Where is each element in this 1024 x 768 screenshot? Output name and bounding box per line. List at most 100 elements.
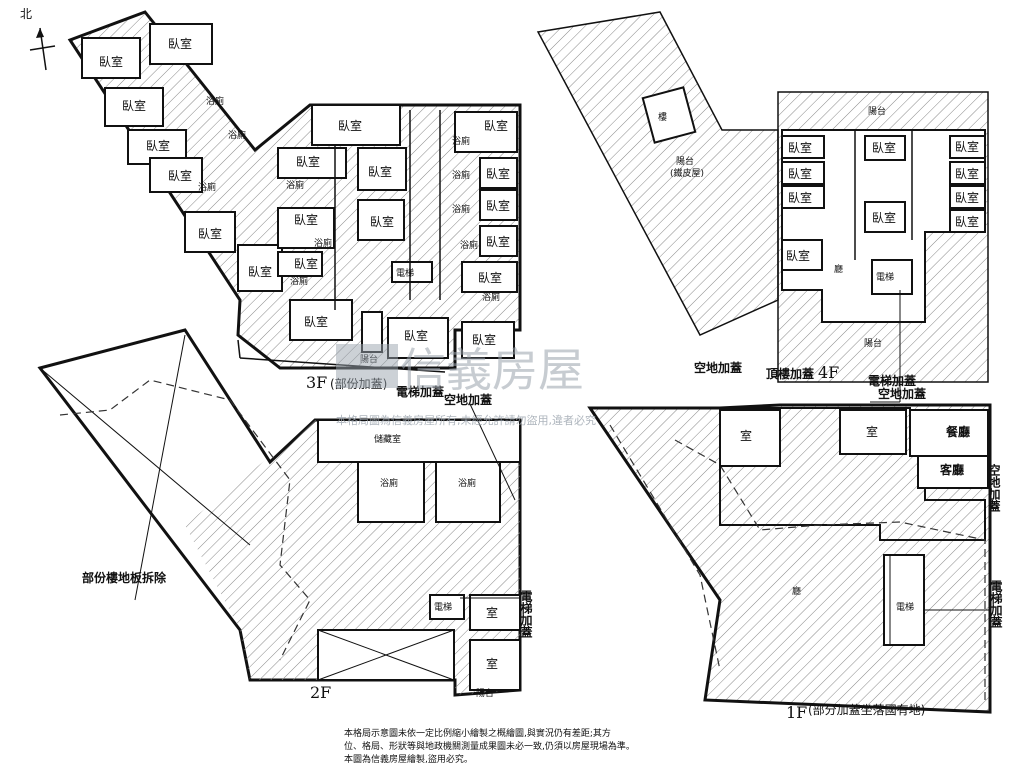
svg-text:頂樓加蓋: 頂樓加蓋	[766, 366, 814, 381]
svg-text:臥室: 臥室	[248, 264, 272, 279]
svg-text:浴廁: 浴廁	[458, 477, 476, 489]
svg-text:臥室: 臥室	[872, 140, 896, 155]
svg-text:臥室: 臥室	[294, 212, 318, 227]
svg-text:臥室: 臥室	[304, 314, 328, 329]
svg-text:臥室: 臥室	[99, 54, 123, 69]
svg-text:室: 室	[486, 605, 498, 620]
svg-text:臥室: 臥室	[955, 214, 979, 229]
svg-text:臥室: 臥室	[484, 118, 508, 133]
svg-text:臥室: 臥室	[486, 198, 510, 213]
floor-2f-elevator-note: 電梯加蓋	[519, 590, 533, 638]
disclaimer-line: 位、格局、形狀等與地政機關測量成果圖未必一致,仍須以房屋現場為準。	[344, 742, 635, 752]
svg-text:空地加蓋: 空地加蓋	[987, 463, 1001, 512]
svg-text:臥室: 臥室	[478, 270, 502, 285]
svg-text:3F: 3F	[306, 373, 327, 392]
svg-text:臥室: 臥室	[294, 256, 318, 271]
svg-text:浴廁: 浴廁	[460, 239, 478, 251]
floor-1f-open-space-note: 空地加蓋	[987, 463, 1001, 512]
svg-text:臥室: 臥室	[338, 118, 362, 133]
svg-text:臥室: 臥室	[122, 98, 146, 113]
disclaimer-footnote: 本格局示意圖未依一定比例縮小繪製之概繪圖,與實況仍有差距;其方 位、格局、形狀等…	[344, 728, 704, 767]
svg-text:客廳: 客廳	[939, 462, 964, 477]
svg-text:臥室: 臥室	[955, 166, 979, 181]
svg-text:電梯加蓋: 電梯加蓋	[868, 373, 916, 388]
svg-text:浴廁: 浴廁	[198, 181, 216, 193]
svg-text:臥室: 臥室	[198, 226, 222, 241]
svg-text:臥室: 臥室	[486, 166, 510, 181]
svg-text:空地加蓋: 空地加蓋	[444, 392, 492, 407]
svg-text:臥室: 臥室	[486, 234, 510, 249]
floor-3f-labels: 臥室 臥室 臥室 臥室 臥室 臥室 臥室 臥室 臥室 臥室 臥室 臥室 臥室 臥…	[99, 36, 510, 399]
floor-2f-demolish-note: 部份樓地板拆除	[82, 570, 167, 585]
svg-text:浴廁: 浴廁	[314, 237, 332, 249]
svg-text:電梯: 電梯	[434, 601, 452, 613]
svg-text:電梯加蓋: 電梯加蓋	[396, 384, 444, 399]
floor-4f-plan	[536, 11, 989, 403]
floor-4f-rooms	[781, 135, 986, 295]
svg-text:廳: 廳	[792, 585, 801, 597]
svg-text:臥室: 臥室	[955, 190, 979, 205]
svg-text:2F: 2F	[310, 683, 331, 702]
svg-text:臥室: 臥室	[788, 166, 812, 181]
svg-text:陽台: 陽台	[476, 687, 494, 699]
svg-text:浴廁: 浴廁	[380, 477, 398, 489]
svg-text:室: 室	[866, 424, 878, 439]
svg-text:浴廁: 浴廁	[482, 291, 500, 303]
svg-text:儲藏室: 儲藏室	[374, 433, 401, 445]
svg-text:臥室: 臥室	[955, 139, 979, 154]
svg-text:空地加蓋: 空地加蓋	[694, 360, 742, 375]
svg-text:電梯: 電梯	[896, 601, 914, 613]
svg-text:浴廁: 浴廁	[286, 179, 304, 191]
floor-1f-rooms	[719, 409, 989, 646]
svg-text:1F: 1F	[786, 703, 807, 722]
svg-text:陽台: 陽台	[868, 105, 886, 117]
svg-text:臥室: 臥室	[786, 248, 810, 263]
svg-text:臥室: 臥室	[370, 214, 394, 229]
svg-text:信義房屋: 信義房屋	[400, 343, 584, 397]
floor-2f-plan	[37, 328, 522, 697]
svg-text:浴廁: 浴廁	[290, 275, 308, 287]
watermark-logo-icon	[336, 344, 398, 388]
svg-text:電梯: 電梯	[876, 271, 894, 283]
svg-text:電梯: 電梯	[396, 267, 414, 279]
svg-text:電梯加蓋: 電梯加蓋	[519, 590, 533, 638]
svg-text:本格局圖為信義房屋所有,未經允許請勿盜用,違者必究: 本格局圖為信義房屋所有,未經允許請勿盜用,違者必究	[336, 413, 596, 427]
svg-text:臥室: 臥室	[168, 168, 192, 183]
svg-text:陽台: 陽台	[864, 337, 882, 349]
svg-text:電梯加蓋: 電梯加蓋	[989, 580, 1003, 628]
svg-text:部份樓地板拆除: 部份樓地板拆除	[82, 570, 167, 585]
floor-4f-labels: 樓 陽台 (鐵皮屋) 陽台 陽台 臥室 臥室 臥室 臥室 臥室 臥室 臥室 臥室…	[658, 105, 979, 401]
svg-text:室: 室	[740, 428, 752, 443]
svg-text:(部分加蓋坐落國有地): (部分加蓋坐落國有地)	[808, 702, 925, 717]
svg-text:臥室: 臥室	[368, 164, 392, 179]
svg-text:浴廁: 浴廁	[228, 129, 246, 141]
svg-text:浴廁: 浴廁	[206, 95, 224, 107]
svg-text:樓: 樓	[658, 111, 667, 123]
svg-text:臥室: 臥室	[472, 332, 496, 347]
floor-1f-plan	[587, 375, 992, 714]
floor-3f-rooms	[81, 23, 518, 359]
svg-text:浴廁: 浴廁	[452, 169, 470, 181]
disclaimer-line: 本圖為信義房屋繪製,盜用必究。	[344, 755, 473, 765]
svg-text:臥室: 臥室	[404, 328, 428, 343]
floor-1f-elevator-note: 電梯加蓋	[989, 580, 1003, 628]
svg-text:餐廳: 餐廳	[946, 424, 970, 439]
north-label: 北	[20, 7, 32, 21]
floor-3f-plan	[67, 10, 522, 373]
floor-2f-labels: 儲藏室 浴廁 浴廁 電梯 室 室 陽台 2F 空地加蓋	[310, 392, 498, 702]
watermark: 信義房屋 本格局圖為信義房屋所有,未經允許請勿盜用,違者必究	[336, 343, 596, 427]
svg-text:廳: 廳	[834, 263, 843, 275]
svg-text:(鐵皮屋): (鐵皮屋)	[670, 167, 704, 179]
svg-text:室: 室	[486, 656, 498, 671]
svg-text:臥室: 臥室	[788, 140, 812, 155]
floor-2f-rooms	[357, 461, 521, 691]
svg-text:臥室: 臥室	[872, 210, 896, 225]
svg-text:浴廁: 浴廁	[452, 135, 470, 147]
svg-text:臥室: 臥室	[146, 138, 170, 153]
north-arrow-icon	[29, 27, 56, 71]
svg-text:臥室: 臥室	[168, 36, 192, 51]
svg-text:陽台: 陽台	[676, 155, 694, 167]
svg-text:浴廁: 浴廁	[452, 203, 470, 215]
svg-text:4F: 4F	[818, 363, 839, 382]
